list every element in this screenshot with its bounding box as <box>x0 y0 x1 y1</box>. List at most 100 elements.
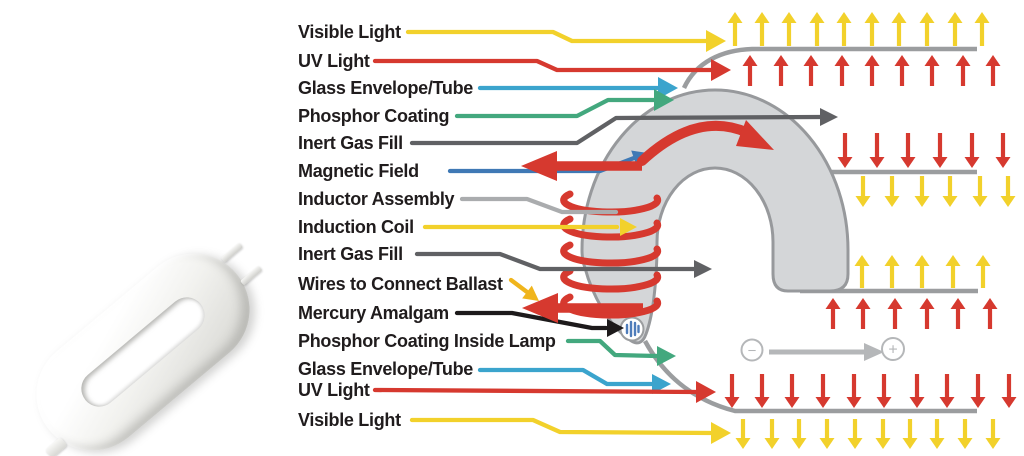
uv-light-rays-mid2-in <box>825 298 998 329</box>
visible-light-rays-bottom-out <box>735 419 1001 449</box>
light-ray-arrowhead <box>846 397 862 408</box>
light-ray-arrowhead <box>724 397 740 408</box>
label-glass-envelope-tube-bottom: Glass Envelope/Tube <box>298 359 474 379</box>
pointer-line-wires-to-connect-ballast <box>508 277 530 295</box>
visible-light-rays-top-out <box>727 12 990 46</box>
label-visible-light-bottom: Visible Light <box>298 410 401 430</box>
light-ray-arrowhead <box>781 12 797 23</box>
light-ray-arrowhead <box>791 438 807 449</box>
mercury-amalgam-icon <box>619 316 645 342</box>
current-left-arrowhead-top <box>521 151 557 181</box>
current-arc-arrowhead <box>736 120 774 150</box>
light-ray-arrowhead <box>909 397 925 408</box>
visible-light-rays-mid2-out <box>854 255 991 288</box>
label-inert-gas-fill-upper: Inert Gas Fill <box>298 133 403 153</box>
light-ray-arrowhead <box>864 12 880 23</box>
light-arrow-rows <box>724 12 1017 449</box>
light-ray-arrowhead <box>914 196 930 207</box>
plus-icon <box>881 337 905 361</box>
pointer-arrowhead-uv-light-bottom <box>696 381 716 403</box>
light-ray-arrowhead <box>864 55 880 66</box>
electric-field-indicator: − + <box>740 337 905 362</box>
light-ray-arrowhead <box>947 12 963 23</box>
visible-light-rays-mid-out <box>855 176 1016 207</box>
discharge-current-arrows <box>521 120 774 323</box>
uv-light-rays-top-in <box>742 55 1001 86</box>
label-inert-gas-fill-lower: Inert Gas Fill <box>298 244 403 264</box>
pointer-line-inductor-assembly <box>459 196 619 215</box>
light-ray-arrowhead <box>972 196 988 207</box>
current-arc-arrow <box>637 120 753 166</box>
label-phosphor-coating: Phosphor Coating <box>298 106 450 126</box>
light-ray-arrowhead <box>914 255 930 266</box>
pointer-arrowhead-phosphor-coating-inside <box>657 346 676 366</box>
label-pointer-lines <box>372 29 838 444</box>
pointer-line-uv-light-bottom <box>372 387 700 395</box>
light-ray-arrowhead <box>982 298 998 309</box>
tube-wall-top-outer <box>681 46 977 89</box>
current-left-arrowhead-bottom <box>522 293 558 323</box>
light-ray-arrowhead <box>964 157 980 168</box>
light-ray-arrowhead <box>803 55 819 66</box>
light-ray-arrowhead <box>924 55 940 66</box>
pointer-line-glass-envelope-tube-bottom <box>477 367 655 387</box>
light-ray-arrowhead <box>855 298 871 309</box>
light-ray-arrowhead <box>854 255 870 266</box>
light-ray-arrowhead <box>727 12 743 23</box>
light-ray-arrowhead <box>837 157 853 168</box>
uv-light-rays-mid-in <box>837 133 1011 168</box>
light-ray-arrowhead <box>950 298 966 309</box>
light-ray-arrowhead <box>995 157 1011 168</box>
light-ray-arrowhead <box>985 438 1001 449</box>
light-ray-arrowhead <box>825 298 841 309</box>
light-ray-arrowhead <box>847 438 863 449</box>
pointer-arrowhead-glass-envelope-tube-top <box>658 77 678 99</box>
label-phosphor-coating-inside: Phosphor Coating Inside Lamp <box>298 331 556 351</box>
light-ray-arrowhead <box>773 55 789 66</box>
minus-icon <box>740 338 764 362</box>
label-uv-light-top: UV Light <box>298 51 370 71</box>
light-ray-arrowhead <box>919 298 935 309</box>
pointer-line-uv-light-top <box>372 58 715 73</box>
light-ray-arrowhead <box>815 397 831 408</box>
plus-symbol: + <box>888 342 897 359</box>
pointer-arrowhead-wires-to-connect-ballast <box>522 285 539 301</box>
light-ray-arrowhead <box>891 12 907 23</box>
pointer-line-phosphor-coating-inside <box>565 338 660 359</box>
label-glass-envelope-tube-top: Glass Envelope/Tube <box>298 78 474 98</box>
light-ray-arrowhead <box>1000 196 1016 207</box>
label-visible-light-top: Visible Light <box>298 22 401 42</box>
pointer-arrowhead-visible-light-top <box>706 30 726 52</box>
pointer-line-visible-light-top <box>405 29 709 44</box>
light-ray-arrowhead <box>894 55 910 66</box>
light-ray-arrowhead <box>902 438 918 449</box>
pointer-line-phosphor-coating <box>454 97 659 119</box>
pointer-line-inert-gas-fill-lower <box>414 251 697 272</box>
light-ray-arrowhead <box>836 12 852 23</box>
label-mercury-amalgam: Mercury Amalgam <box>298 303 449 323</box>
field-direction-arrowhead <box>864 343 884 361</box>
light-ray-arrowhead <box>932 157 948 168</box>
coil-loop <box>560 267 662 293</box>
light-ray-arrowhead <box>754 397 770 408</box>
light-ray-arrowhead <box>985 55 1001 66</box>
light-ray-arrowhead <box>875 438 891 449</box>
light-ray-arrowhead <box>834 55 850 66</box>
light-ray-arrowhead <box>784 397 800 408</box>
light-ray-arrowhead <box>1001 397 1017 408</box>
light-ray-arrowhead <box>955 55 971 66</box>
pointer-arrowhead-inert-gas-fill-lower <box>694 260 712 278</box>
light-ray-arrowhead <box>876 397 892 408</box>
light-ray-arrowhead <box>974 12 990 23</box>
pointer-arrowhead-visible-light-bottom <box>711 422 731 444</box>
light-ray-arrowhead <box>742 55 758 66</box>
pointer-line-visible-light-bottom <box>409 417 715 436</box>
pointer-arrowhead-glass-envelope-tube-bottom <box>652 374 671 394</box>
label-wires-to-connect-ballast: Wires to Connect Ballast <box>298 274 503 294</box>
light-ray-arrowhead <box>957 438 973 449</box>
light-ray-arrowhead <box>887 298 903 309</box>
tube-wall-bottom-outer <box>643 339 977 414</box>
label-inductor-assembly: Inductor Assembly <box>298 189 455 209</box>
